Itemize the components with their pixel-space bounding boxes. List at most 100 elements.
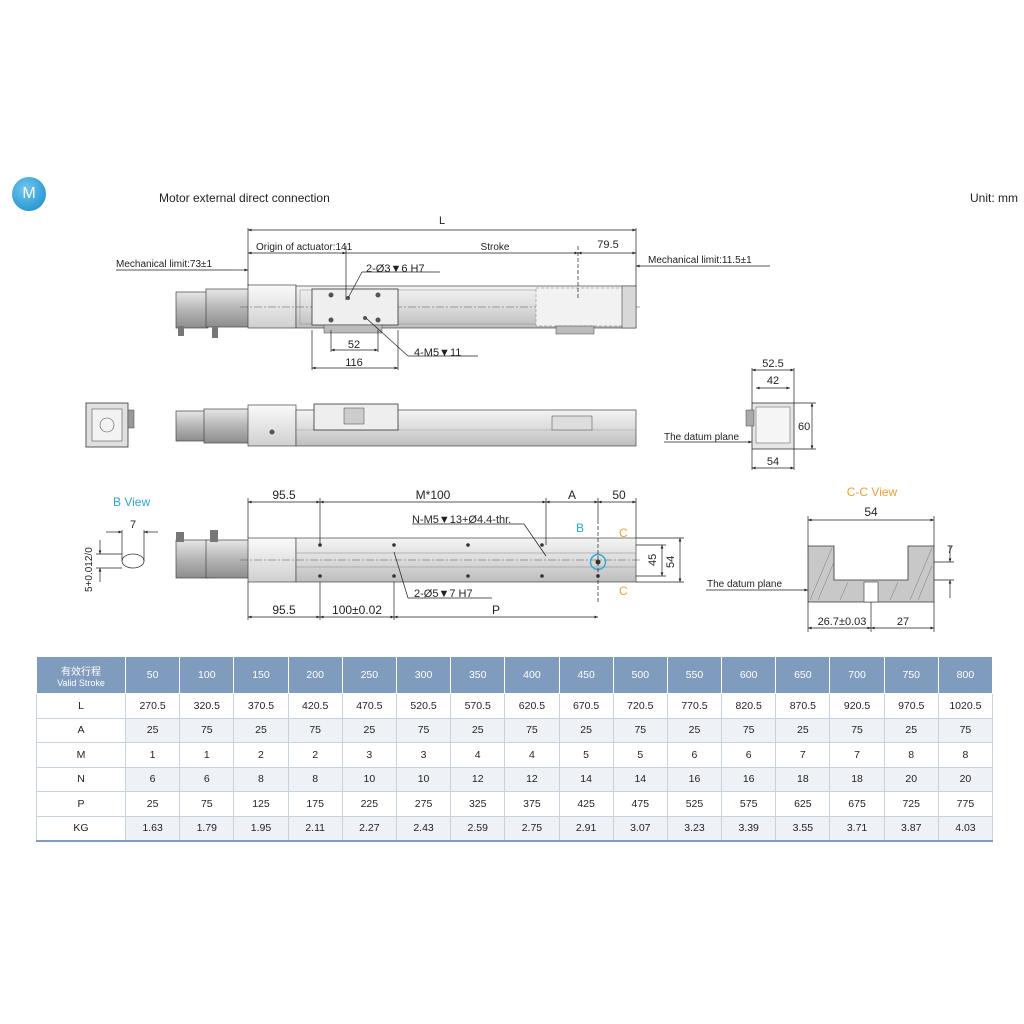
- stroke-header: 300: [395, 656, 452, 694]
- table-cell: 725: [883, 791, 939, 817]
- datum-plane-end: The datum plane: [664, 432, 739, 443]
- stroke-header: 500: [612, 656, 668, 694]
- stroke-header: 800: [937, 656, 994, 694]
- table-cell: 8: [287, 766, 343, 792]
- table-cell: 3.39: [721, 815, 777, 842]
- table-cell: 2.75: [504, 815, 560, 842]
- stroke-header: 450: [558, 656, 614, 694]
- table-cell: 3.23: [666, 815, 723, 842]
- origin-label: Origin of actuator:141: [256, 242, 353, 253]
- table-cell: 475: [612, 791, 668, 817]
- bottom-view: 95.5 M*100 A 50 N-M5▼13+Ø4.4-thr. B C C …: [175, 488, 684, 620]
- table-cell: 3: [341, 742, 397, 768]
- top-view: L Origin of actuator:141 Stroke 79.5 Mec…: [116, 215, 770, 370]
- table-cell: 25: [450, 717, 506, 743]
- table-cell: 75: [721, 717, 777, 743]
- table-cell: 1.63: [124, 815, 181, 842]
- table-cell: 2: [233, 742, 289, 768]
- table-cell: 75: [395, 717, 452, 743]
- header-cn: 有效行程: [61, 666, 101, 678]
- mark-C-top: C: [619, 526, 628, 540]
- holes-5-label: 2-Ø5▼7 H7: [414, 588, 473, 600]
- dim-100: 100±0.02: [332, 603, 382, 617]
- table-cell: 12: [450, 766, 506, 792]
- table-cell: 7: [829, 742, 885, 768]
- row-label: P: [36, 791, 126, 817]
- dim-P: P: [492, 603, 500, 617]
- section-badge: M: [12, 177, 46, 211]
- row-label: M: [36, 742, 126, 768]
- dim-95-5-top: 95.5: [272, 488, 296, 502]
- table-cell: 20: [883, 766, 939, 792]
- end-view: 52.5 42 60 54 The datum plane: [664, 358, 816, 470]
- table-cell: 25: [124, 791, 181, 817]
- mark-B: B: [576, 521, 584, 535]
- cc-dim-54: 54: [864, 505, 878, 519]
- stroke-header: 700: [829, 656, 885, 694]
- table-cell: 25: [124, 717, 181, 743]
- table-cell: 25: [558, 717, 614, 743]
- table-cell: 2.11: [287, 815, 343, 842]
- table-cell: 20: [937, 766, 994, 792]
- table-cell: 270.5: [124, 693, 181, 719]
- tolerance-label: 5+0.012/0: [84, 547, 95, 592]
- stroke-label: Stroke: [481, 242, 510, 253]
- stroke-header: 750: [883, 656, 939, 694]
- table-cell: 7: [775, 742, 831, 768]
- table-cell: 225: [341, 791, 397, 817]
- stroke-header: 250: [341, 656, 397, 694]
- table-cell: 1: [124, 742, 181, 768]
- unit-label: Unit: mm: [970, 191, 1018, 205]
- side-view: [85, 402, 637, 448]
- table-cell: 16: [666, 766, 723, 792]
- table-cell: 5: [612, 742, 668, 768]
- dim-7-b: 7: [130, 519, 136, 531]
- table-cell: 920.5: [829, 693, 885, 719]
- table-cell: 625: [775, 791, 831, 817]
- table-cell: 1.79: [179, 815, 235, 842]
- dim-m100: M*100: [416, 488, 451, 502]
- table-cell: 370.5: [233, 693, 289, 719]
- table-cell: 520.5: [395, 693, 452, 719]
- table-cell: 970.5: [883, 693, 939, 719]
- table-cell: 25: [883, 717, 939, 743]
- table-cell: 125: [233, 791, 289, 817]
- table-cell: 3.07: [612, 815, 668, 842]
- table-cell: 25: [233, 717, 289, 743]
- stroke-header: 400: [504, 656, 560, 694]
- table-cell: 420.5: [287, 693, 343, 719]
- table-cell: 8: [233, 766, 289, 792]
- table-cell: 25: [341, 717, 397, 743]
- table-cell: 2.43: [395, 815, 452, 842]
- dim-54-bottom: 54: [665, 556, 677, 568]
- table-cell: 25: [666, 717, 723, 743]
- header-en: Valid Stroke: [57, 677, 105, 688]
- dim-45: 45: [647, 554, 659, 566]
- table-cell: 75: [287, 717, 343, 743]
- table-cell: 10: [395, 766, 452, 792]
- stroke-header: 550: [666, 656, 723, 694]
- cc-dim-27: 27: [897, 616, 909, 628]
- row-label: A: [36, 717, 126, 743]
- table-cell: 175: [287, 791, 343, 817]
- table-cell: 5: [558, 742, 614, 768]
- table-cell: 575: [721, 791, 777, 817]
- table-cell: 820.5: [721, 693, 777, 719]
- table-cell: 6: [124, 766, 181, 792]
- dim-50: 50: [612, 488, 626, 502]
- table-cell: 10: [341, 766, 397, 792]
- table-cell: 6: [721, 742, 777, 768]
- holes-h7-label: 2-Ø3▼6 H7: [366, 263, 425, 275]
- table-cell: 470.5: [341, 693, 397, 719]
- stroke-header: 150: [233, 656, 289, 694]
- stroke-header: 100: [179, 656, 235, 694]
- table-cell: 3.71: [829, 815, 885, 842]
- table-cell: 2.59: [450, 815, 506, 842]
- table-cell: 870.5: [775, 693, 831, 719]
- table-cell: 525: [666, 791, 723, 817]
- table-cell: 675: [829, 791, 885, 817]
